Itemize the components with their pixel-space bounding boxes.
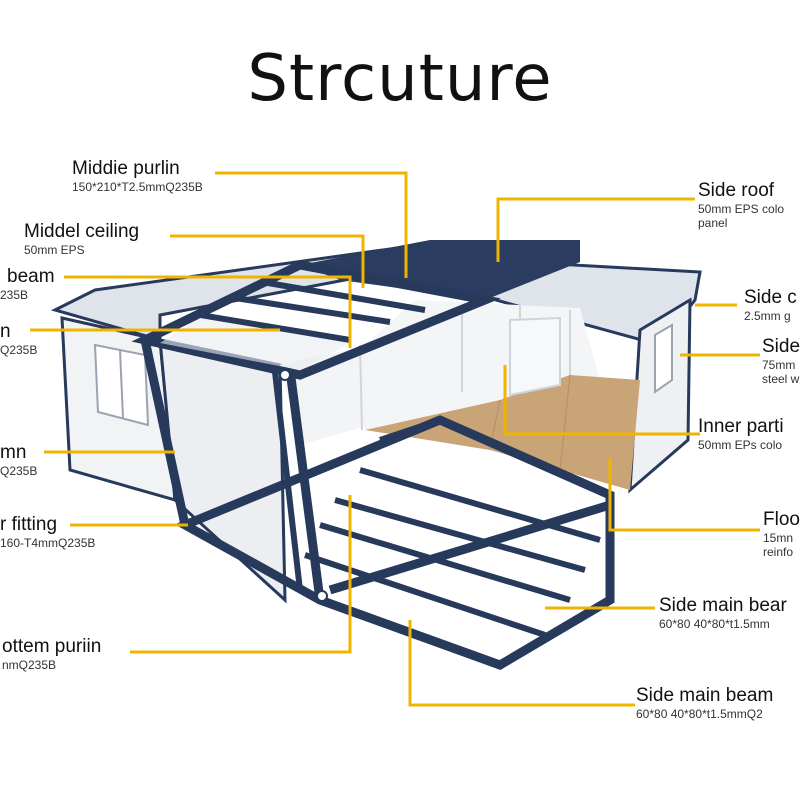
leader-middel-ceiling bbox=[170, 234, 365, 288]
label-floo: Floo 15mn reinfo bbox=[763, 510, 800, 558]
label-r-fitting: r fitting 160-T4mmQ235B bbox=[0, 515, 95, 549]
label-spec: 2.5mm g bbox=[744, 309, 791, 323]
label-side-c: Side c 2.5mm g bbox=[744, 288, 797, 322]
label-ottem-puriin: ottem puriin nmQ235B bbox=[2, 637, 101, 671]
label-spec: Q235B bbox=[0, 464, 38, 478]
label-name: Inner parti bbox=[698, 416, 784, 437]
label-name: Side main bear bbox=[659, 595, 787, 616]
label-name: Side c bbox=[744, 287, 797, 308]
label-spec-2: steel w bbox=[762, 372, 800, 386]
leader-side-roof bbox=[496, 197, 695, 262]
floor-frame bbox=[174, 369, 615, 670]
label-side-main-bear: Side main bear 60*80 40*80*t1.5mm bbox=[659, 596, 787, 630]
right-module bbox=[365, 260, 702, 494]
label-spec: 235B bbox=[0, 288, 29, 302]
label-side-roof: Side roof 50mm EPS colo panel bbox=[698, 181, 784, 229]
label-spec: 160-T4mmQ235B bbox=[0, 536, 96, 550]
label-spec: 50mm EPS bbox=[24, 243, 85, 257]
label-inner-parti: Inner parti 50mm EPs colo bbox=[698, 417, 784, 451]
label-n: n Q235B bbox=[0, 322, 37, 356]
label-name: mn bbox=[0, 442, 27, 463]
label-name: Middel ceiling bbox=[24, 221, 140, 242]
label-name: Floo bbox=[763, 509, 800, 530]
label-spec: nmQ235B bbox=[2, 658, 57, 672]
label-name: Side main beam bbox=[636, 685, 774, 706]
label-spec-2: reinfo bbox=[763, 545, 794, 559]
label-spec: 150*210*T2.5mmQ235B bbox=[72, 180, 203, 194]
label-spec: 60*80 40*80*t1.5mmQ2 bbox=[636, 707, 763, 721]
leader-beam bbox=[64, 275, 352, 348]
leader-floo bbox=[608, 458, 760, 532]
leader-ottem-puriin bbox=[130, 495, 352, 654]
label-spec: 15mn bbox=[763, 531, 794, 545]
leader-middie-purlin bbox=[215, 171, 408, 278]
label-side: Side 75mm steel w bbox=[762, 337, 800, 385]
label-spec: 60*80 40*80*t1.5mm bbox=[659, 617, 770, 631]
label-middel-ceiling: Middel ceiling 50mm EPS bbox=[24, 222, 139, 256]
label-name: r fitting bbox=[0, 514, 58, 535]
label-middie-purlin: Middie purlin 150*210*T2.5mmQ235B bbox=[72, 159, 203, 193]
label-name: Middie purlin bbox=[72, 158, 180, 179]
label-name: beam bbox=[7, 266, 55, 287]
label-spec-2: panel bbox=[698, 216, 728, 230]
leader-inner-parti bbox=[503, 365, 700, 436]
leader-side-main-beam bbox=[408, 620, 635, 707]
label-spec: 50mm EPs colo bbox=[698, 438, 783, 452]
label-mn: mn Q235B bbox=[0, 443, 37, 477]
label-spec: 50mm EPS colo bbox=[698, 202, 785, 216]
leader-lines bbox=[30, 171, 760, 707]
label-spec: 75mm bbox=[762, 358, 796, 372]
label-name: ottem puriin bbox=[2, 636, 102, 657]
label-name: n bbox=[0, 321, 11, 342]
label-spec: Q235B bbox=[0, 343, 38, 357]
label-name: Side bbox=[762, 336, 800, 357]
page-title: Strcuture bbox=[247, 42, 553, 116]
label-side-main-beam: Side main beam 60*80 40*80*t1.5mmQ2 bbox=[636, 686, 773, 720]
label-beam: beam 235B bbox=[0, 266, 55, 301]
label-name: Side roof bbox=[698, 180, 775, 201]
